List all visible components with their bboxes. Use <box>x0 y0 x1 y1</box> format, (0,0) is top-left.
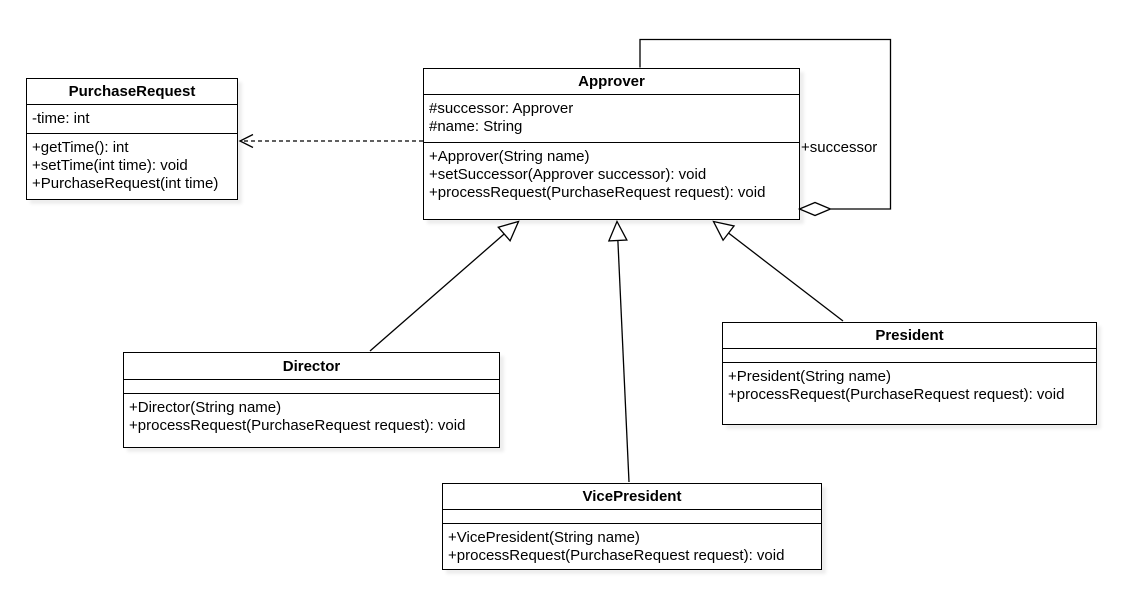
class-method: +Director(String name) <box>129 399 282 416</box>
class-director-methods: +Director(String name) +processRequest(P… <box>124 394 499 435</box>
class-purchase-request-methods: +getTime(): int +setTime(int time): void… <box>27 134 237 193</box>
class-president-name: President <box>723 323 1096 349</box>
class-method: +setTime(int time): void <box>32 157 188 174</box>
class-attribute: #successor: Approver <box>429 100 574 117</box>
class-method: +Approver(String name) <box>429 148 590 165</box>
dependency-open-arrowhead <box>238 133 254 149</box>
class-method: +PurchaseRequest(int time) <box>32 175 219 192</box>
class-attribute: #name: String <box>429 118 523 135</box>
class-attribute: -time: int <box>32 110 90 127</box>
class-approver: Approver #successor: Approver #name: Str… <box>423 68 800 220</box>
class-method: +President(String name) <box>728 368 891 385</box>
class-method: +processRequest(PurchaseRequest request)… <box>728 386 1065 403</box>
class-vice-president-name: VicePresident <box>443 484 821 510</box>
successor-role-label: +successor <box>801 139 877 156</box>
class-president: President +President(String name) +proce… <box>722 322 1097 425</box>
class-approver-name: Approver <box>424 69 799 95</box>
class-director: Director +Director(String name) +process… <box>123 352 500 448</box>
class-method: +processRequest(PurchaseRequest request)… <box>129 417 466 434</box>
class-purchase-request: PurchaseRequest -time: int +getTime(): i… <box>26 78 238 200</box>
class-method: +setSuccessor(Approver successor): void <box>429 166 707 183</box>
generalization-vicepresident-approver-edge <box>607 219 630 483</box>
class-approver-methods: +Approver(String name) +setSuccessor(App… <box>424 143 799 202</box>
class-method: +processRequest(PurchaseRequest request)… <box>429 184 766 201</box>
aggregation-open-diamond <box>797 201 833 217</box>
class-purchase-request-attributes: -time: int <box>27 105 237 134</box>
class-president-methods: +President(String name) +processRequest(… <box>723 363 1096 404</box>
class-method: +VicePresident(String name) <box>448 529 640 546</box>
class-purchase-request-name: PurchaseRequest <box>27 79 237 105</box>
class-method: +getTime(): int <box>32 139 129 156</box>
class-vice-president-attributes <box>443 510 821 524</box>
generalization-president-approver-edge <box>712 220 844 322</box>
class-director-name: Director <box>124 353 499 380</box>
class-president-attributes <box>723 349 1096 363</box>
class-vice-president: VicePresident +VicePresident(String name… <box>442 483 822 570</box>
class-director-attributes <box>124 380 499 394</box>
class-approver-attributes: #successor: Approver #name: String <box>424 95 799 143</box>
generalization-director-approver-edge <box>369 220 520 352</box>
class-method: +processRequest(PurchaseRequest request)… <box>448 547 785 564</box>
class-vice-president-methods: +VicePresident(String name) +processRequ… <box>443 524 821 565</box>
